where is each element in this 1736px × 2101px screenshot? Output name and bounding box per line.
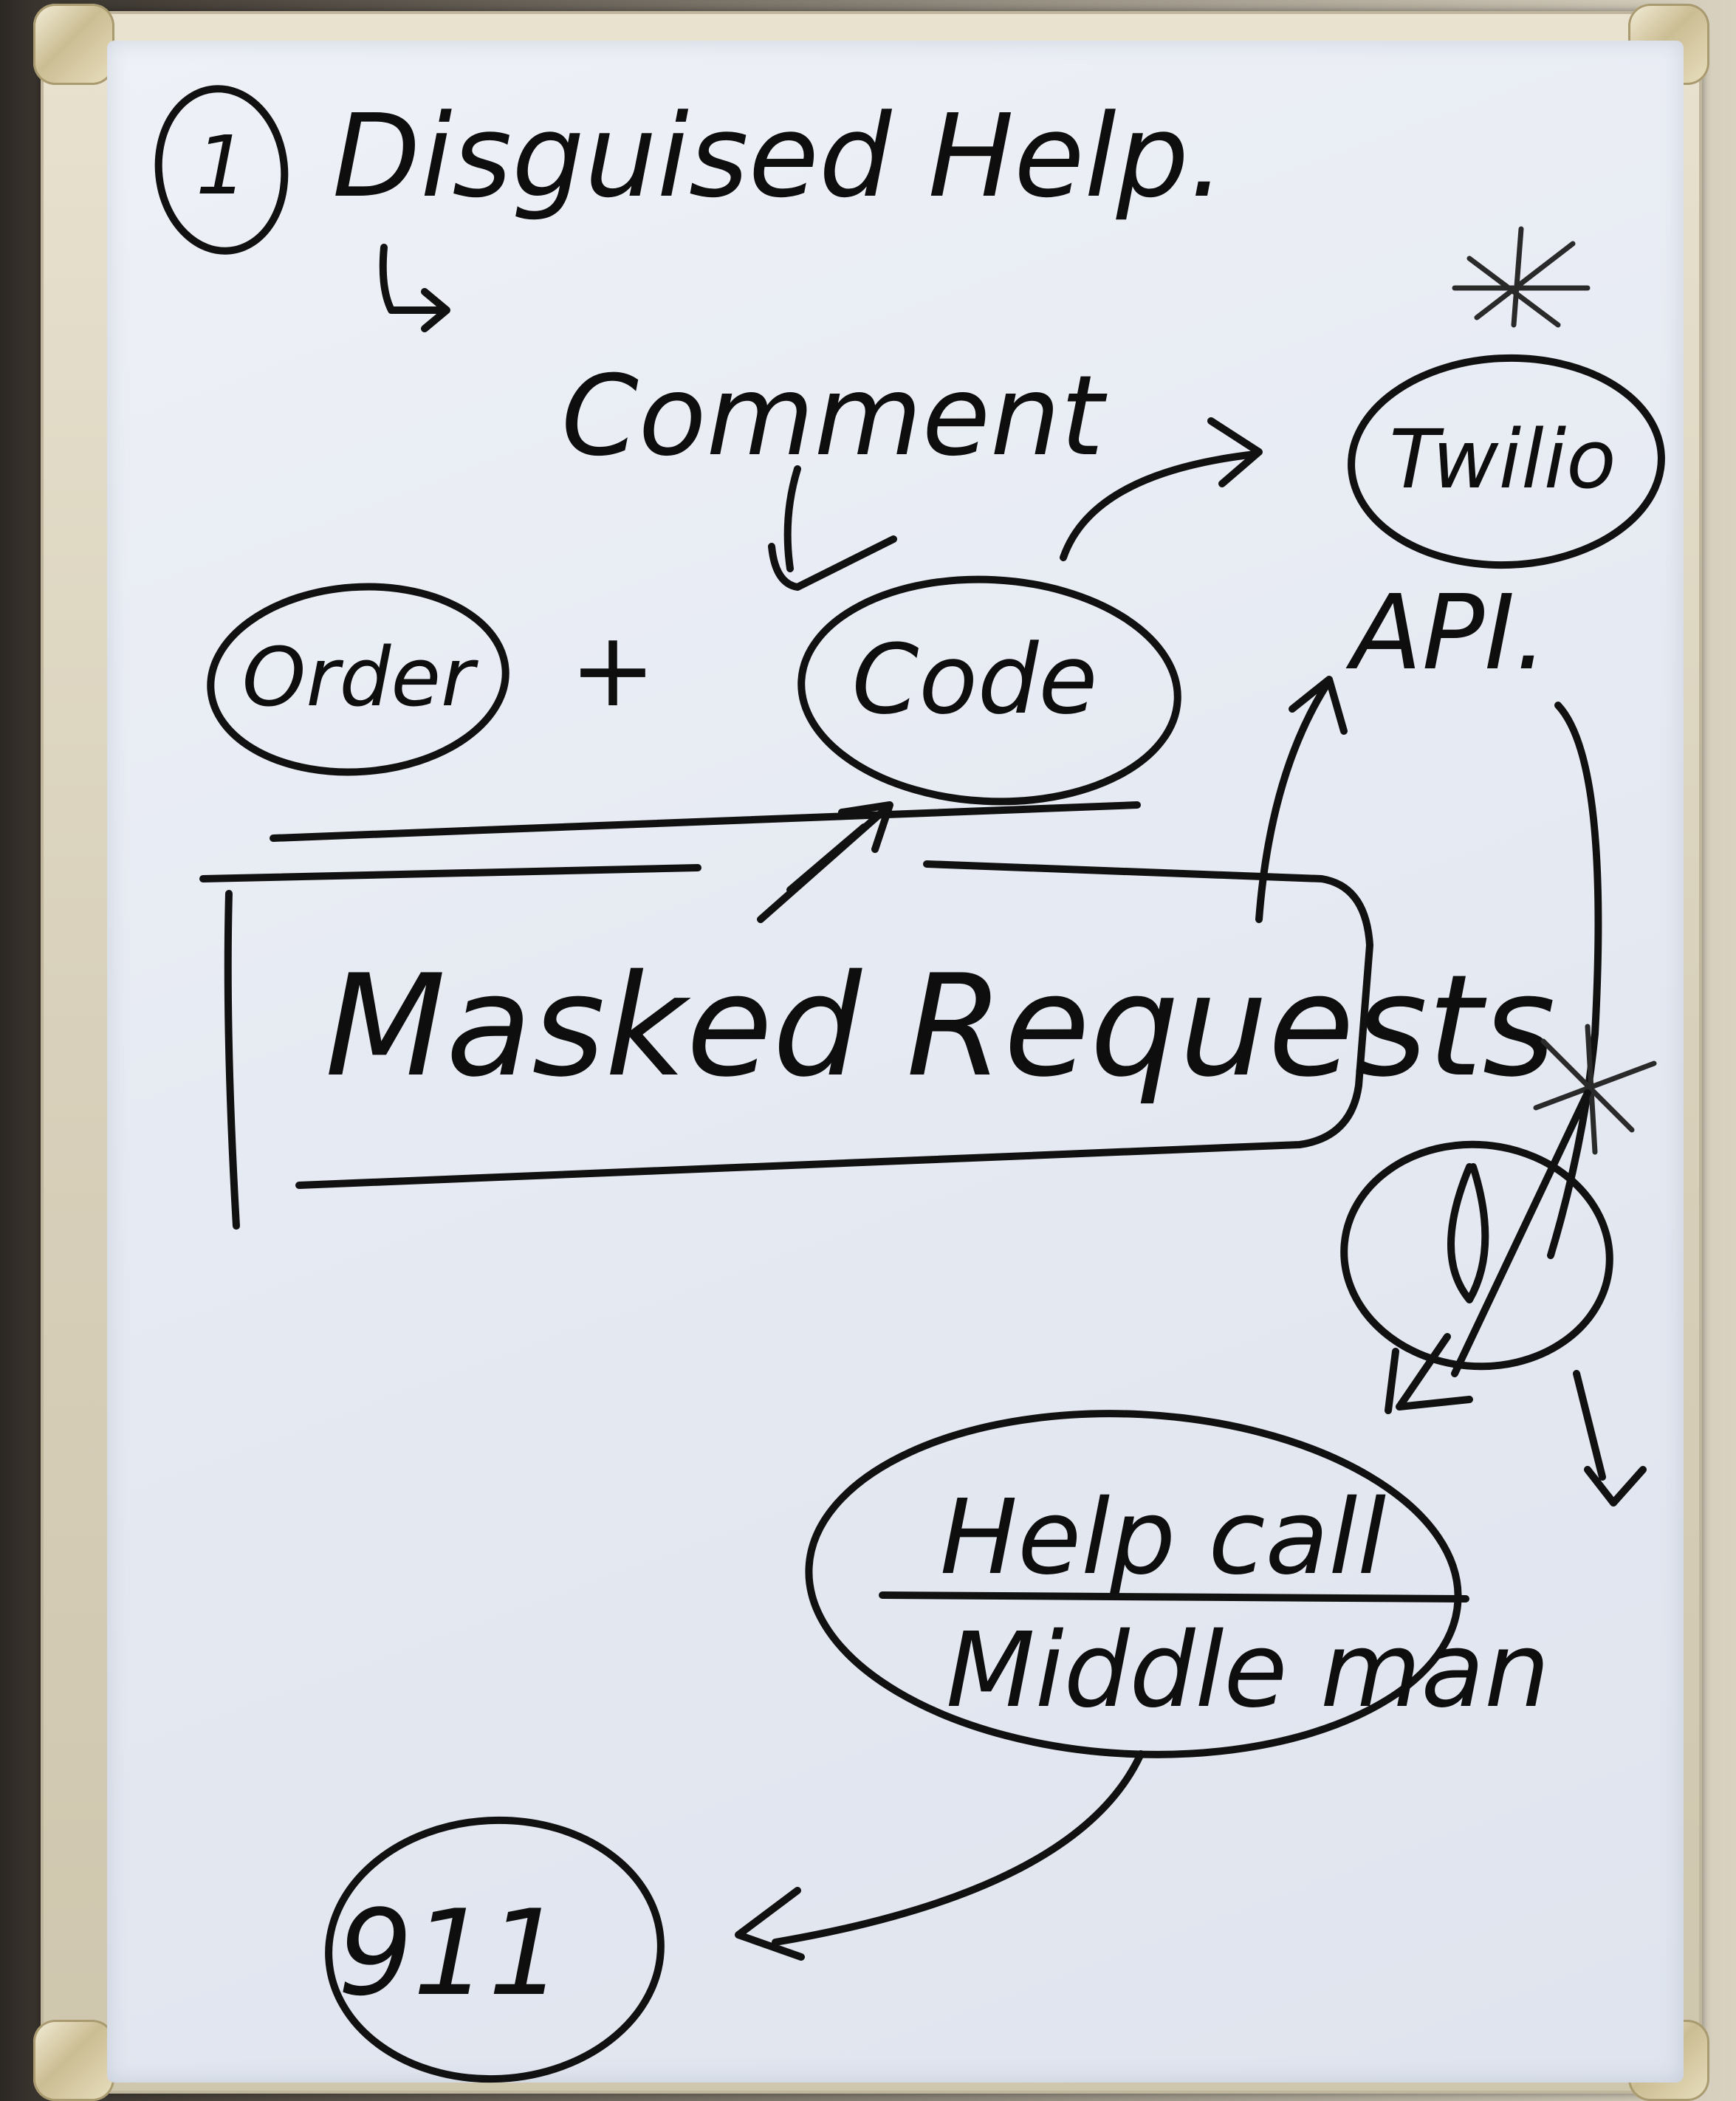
help-call-label: Help call	[940, 1478, 1386, 1598]
heading-number-circle	[154, 85, 289, 255]
order-circle	[207, 583, 510, 776]
comment-to-code-arrow	[768, 465, 897, 591]
emergency-circle	[325, 1816, 665, 2083]
comment-label: Comment	[561, 352, 1108, 481]
code-label: Code	[852, 623, 1098, 736]
plus-sign: +	[569, 610, 656, 730]
order-label: Order	[242, 630, 478, 724]
middleman-to-911-arrow	[735, 1750, 1145, 1961]
heading-number: 1	[196, 118, 247, 213]
masked-requests-box	[224, 860, 1373, 1230]
code-circle	[797, 575, 1181, 806]
struck-node-circle	[1340, 1140, 1613, 1371]
separator-line-2	[199, 864, 701, 882]
struck-node-mark	[1447, 1089, 1591, 1377]
star-doodle-2	[1533, 1024, 1657, 1155]
help-call-underline	[879, 1591, 1469, 1603]
masked-to-code-arrow	[757, 801, 893, 923]
middle-man-label: Middle man	[946, 1611, 1550, 1731]
frame-corner-top-left	[33, 4, 114, 85]
emergency-label: 911	[337, 1884, 563, 2022]
masked-to-api-arrow	[1255, 676, 1348, 923]
twilio-circle	[1348, 354, 1665, 569]
star-doodle	[1452, 226, 1591, 328]
masked-requests-label: Masked Requests	[325, 945, 1556, 1108]
down-arrow-left	[1385, 1333, 1473, 1414]
heading-hook-arrow	[379, 244, 450, 332]
code-to-twilio-arrow	[1060, 417, 1263, 561]
api-label: API.	[1345, 573, 1548, 693]
down-arrow-right	[1573, 1370, 1647, 1507]
heading-title: Disguised Help.	[332, 89, 1225, 223]
twilio-label: Twilio	[1389, 412, 1616, 507]
separator-line-1	[270, 801, 1141, 842]
frame-corner-bottom-left	[33, 2020, 114, 2101]
